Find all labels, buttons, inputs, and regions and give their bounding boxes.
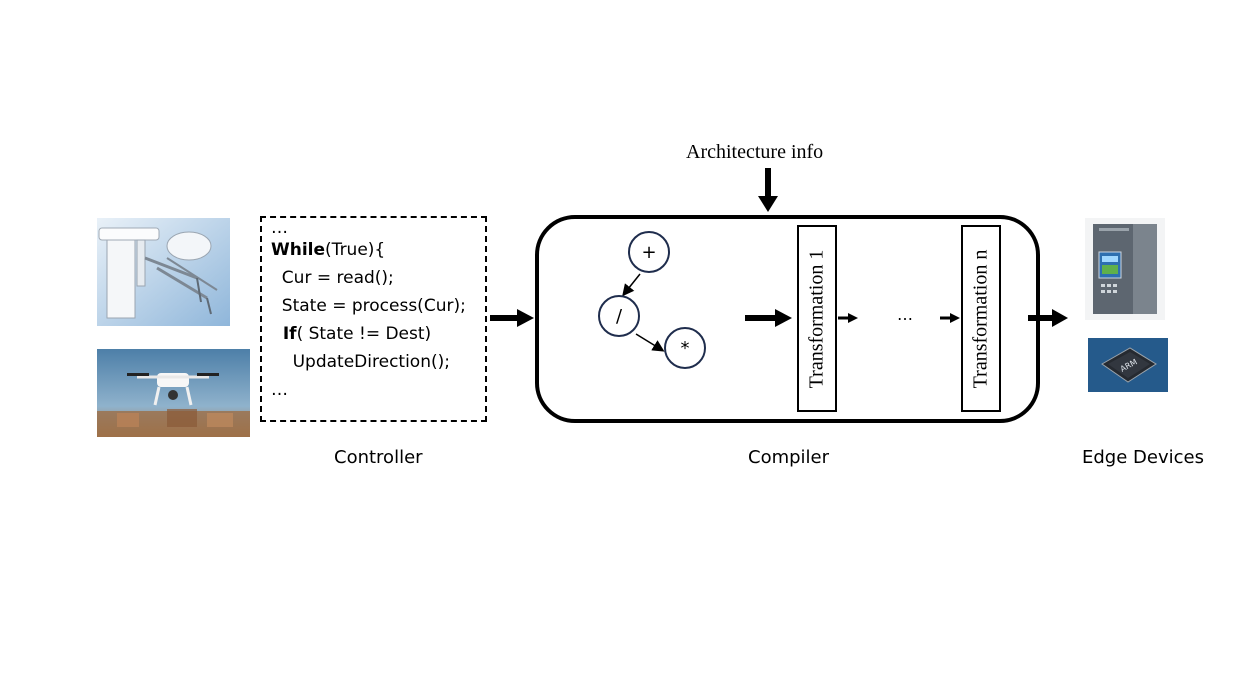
transformation-n-box: Transformation n	[961, 225, 1001, 412]
code-line: If( State != Dest)	[271, 324, 432, 344]
graph-node-plus: +	[628, 231, 670, 273]
graph-edge	[635, 333, 665, 352]
code-line: State = process(Cur);	[271, 296, 466, 316]
compiler-caption: Compiler	[748, 447, 830, 468]
edge-devices-caption: Edge Devices	[1082, 447, 1204, 468]
code-line: While(True){	[271, 240, 386, 260]
transformation-ellipsis: …	[897, 305, 913, 324]
compiler-box	[535, 215, 1040, 423]
transformation-n-label: Transformation n	[969, 249, 992, 388]
architecture-info-label: Architecture info	[686, 141, 824, 163]
code-line: …	[271, 218, 288, 238]
architecture-info-arrow	[758, 168, 778, 212]
graph-node-label: /	[615, 305, 623, 327]
controller-to-compiler-arrow	[490, 309, 534, 327]
compiler-to-devices-arrow	[1028, 309, 1068, 327]
code-line: …	[271, 380, 288, 400]
controller-caption: Controller	[334, 447, 423, 468]
graph-edge	[622, 273, 641, 297]
graph-node-multiply: *	[664, 327, 706, 369]
graph-to-transformation-arrow	[745, 309, 792, 327]
graph-node-label: *	[680, 337, 690, 359]
controller-code-box: … While(True){ Cur = read(); State = pro…	[260, 216, 487, 422]
graph-node-divide: /	[598, 295, 640, 337]
transformation-chain-arrow	[940, 313, 960, 323]
transformation-1-label: Transformation 1	[805, 249, 828, 388]
surgical-robot-image	[97, 218, 230, 326]
plc-device-image	[1085, 218, 1165, 320]
arm-chip-image: ARM	[1088, 338, 1168, 392]
code-line: UpdateDirection();	[271, 352, 450, 372]
transformation-1-box: Transformation 1	[797, 225, 837, 412]
graph-node-label: +	[641, 241, 657, 263]
drone-image	[97, 349, 250, 437]
code-line: Cur = read();	[271, 268, 394, 288]
transformation-chain-arrow	[838, 313, 858, 323]
